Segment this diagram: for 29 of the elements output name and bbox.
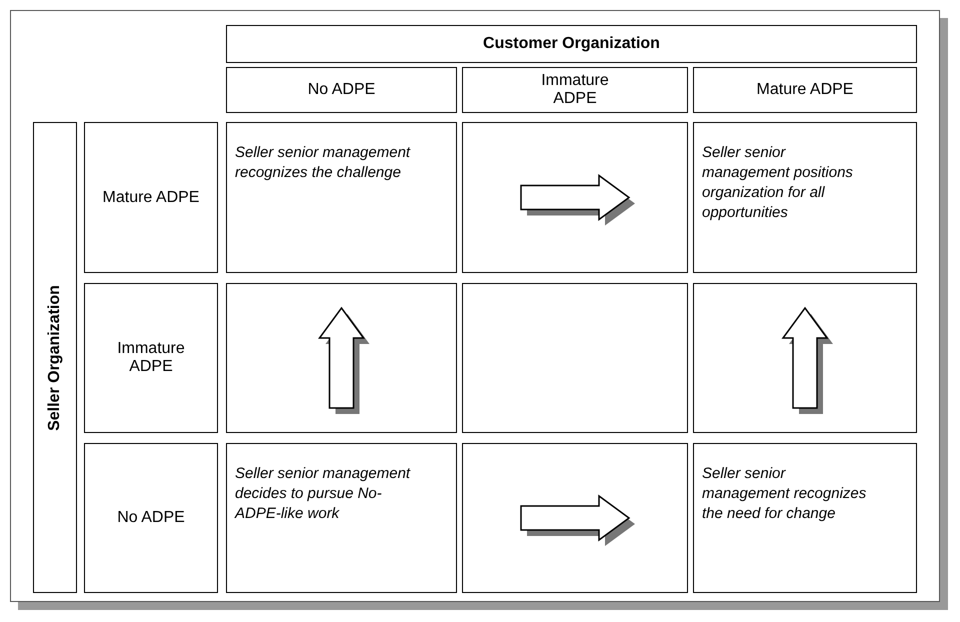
header-text: Customer Organization: [483, 35, 660, 53]
cell-text: Seller senior management recognizes the challenge: [235, 143, 412, 183]
empty-cell: [462, 443, 688, 593]
cell-text: Seller senior management recognizes the need for change: [702, 464, 868, 524]
matrix-cell: [226, 122, 457, 273]
header-box: [226, 67, 457, 113]
matrix-cell: [693, 122, 917, 273]
header-box: [33, 122, 77, 593]
cell-text: Seller senior management positions organization for all opportunities: [702, 143, 854, 223]
header-text: No ADPE: [308, 81, 376, 99]
matrix-cell: [226, 443, 457, 593]
header-text: Mature ADPE: [102, 188, 200, 206]
header-box: [693, 67, 917, 113]
header-box: [462, 67, 688, 113]
header-box: [84, 443, 218, 593]
header-box: [84, 283, 218, 433]
cell-text: Seller senior management decides to pursue No-ADPE-like work: [235, 464, 412, 524]
header-text: Immature ADPE: [116, 340, 186, 376]
empty-cell: [226, 283, 457, 433]
header-box: [84, 122, 218, 273]
empty-cell: [462, 283, 688, 433]
matrix-cell: [693, 443, 917, 593]
header-text: Immature ADPE: [540, 72, 610, 108]
empty-cell: [693, 283, 917, 433]
header-box: [226, 25, 917, 63]
header-text: Seller Organization: [46, 284, 64, 430]
header-text: Mature ADPE: [756, 81, 854, 99]
empty-cell: [462, 122, 688, 273]
header-text: No ADPE: [117, 509, 185, 527]
